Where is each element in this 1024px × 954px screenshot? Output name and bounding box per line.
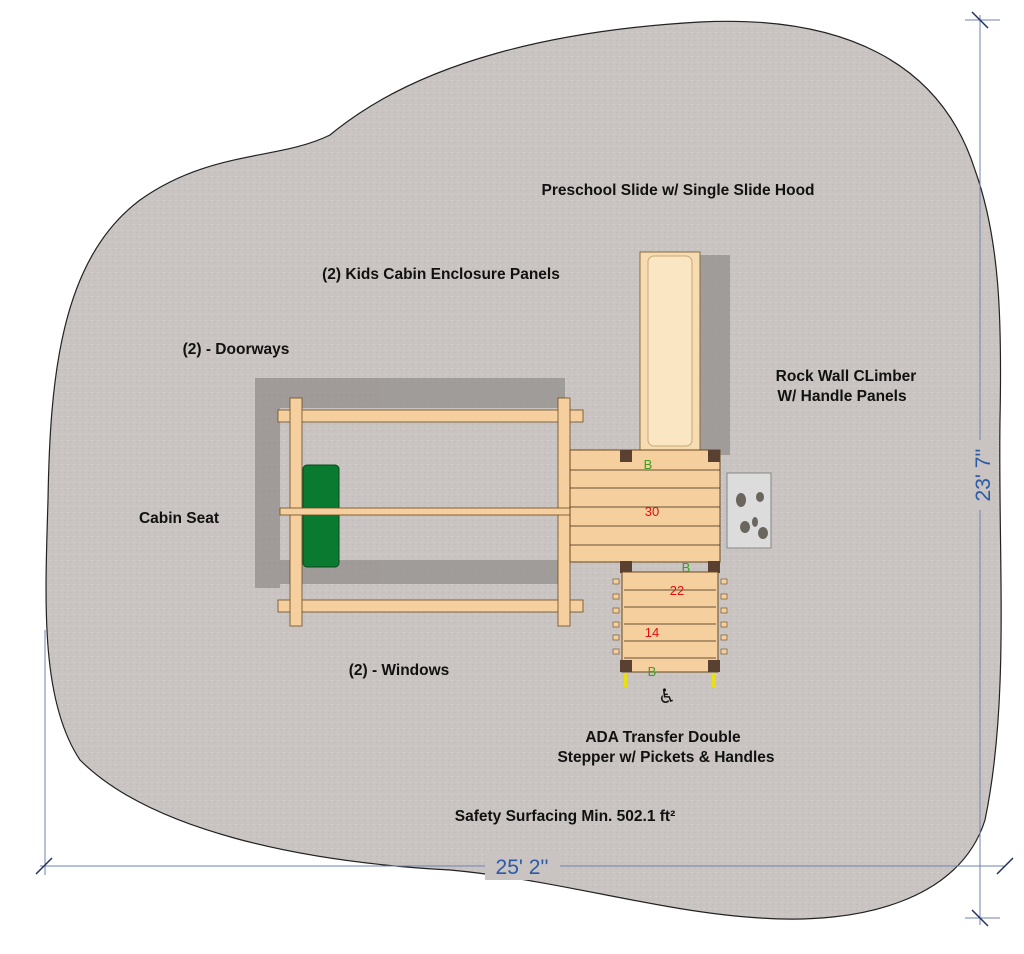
label-cabin-panels: (2) Kids Cabin Enclosure Panels xyxy=(322,266,560,283)
barrier-mark: B xyxy=(648,664,657,679)
main-deck xyxy=(569,449,721,573)
depth-dimension-label: 23' 7'' xyxy=(972,449,995,502)
label-ada-stepper-2: Stepper w/ Pickets & Handles xyxy=(557,749,774,766)
safety-surfacing-area xyxy=(45,20,1002,920)
deck-height-step-upper: 22 xyxy=(670,583,684,598)
preschool-slide xyxy=(639,251,701,453)
cabin-ridge xyxy=(279,507,581,516)
deck-height-main: 30 xyxy=(645,504,659,519)
rock-wall-climber xyxy=(726,472,772,549)
label-rock-wall: Rock Wall CLimber xyxy=(776,368,917,385)
ada-transfer-stepper xyxy=(612,571,728,687)
label-slide: Preschool Slide w/ Single Slide Hood xyxy=(541,182,814,199)
cabin-beam-top xyxy=(277,409,584,423)
shadows xyxy=(255,255,730,588)
kids-cabin xyxy=(277,397,584,627)
wheelchair-accessible-icon: ♿ xyxy=(658,684,676,708)
label-doorways: (2) - Doorways xyxy=(183,341,290,358)
label-rock-wall-2: W/ Handle Panels xyxy=(777,388,906,405)
barrier-mark: B xyxy=(682,560,691,575)
deck-height-step-lower: 14 xyxy=(645,625,659,640)
label-windows: (2) - Windows xyxy=(349,662,450,679)
label-safety-surfacing: Safety Surfacing Min. 502.1 ft² xyxy=(455,808,676,825)
width-dimension-label: 25' 2'' xyxy=(496,856,549,879)
barrier-mark: B xyxy=(644,457,653,472)
cabin-seat xyxy=(302,464,340,568)
label-ada-stepper: ADA Transfer Double xyxy=(585,729,741,746)
cabin-beam-bottom xyxy=(277,599,584,613)
label-cabin-seat: Cabin Seat xyxy=(139,510,219,527)
